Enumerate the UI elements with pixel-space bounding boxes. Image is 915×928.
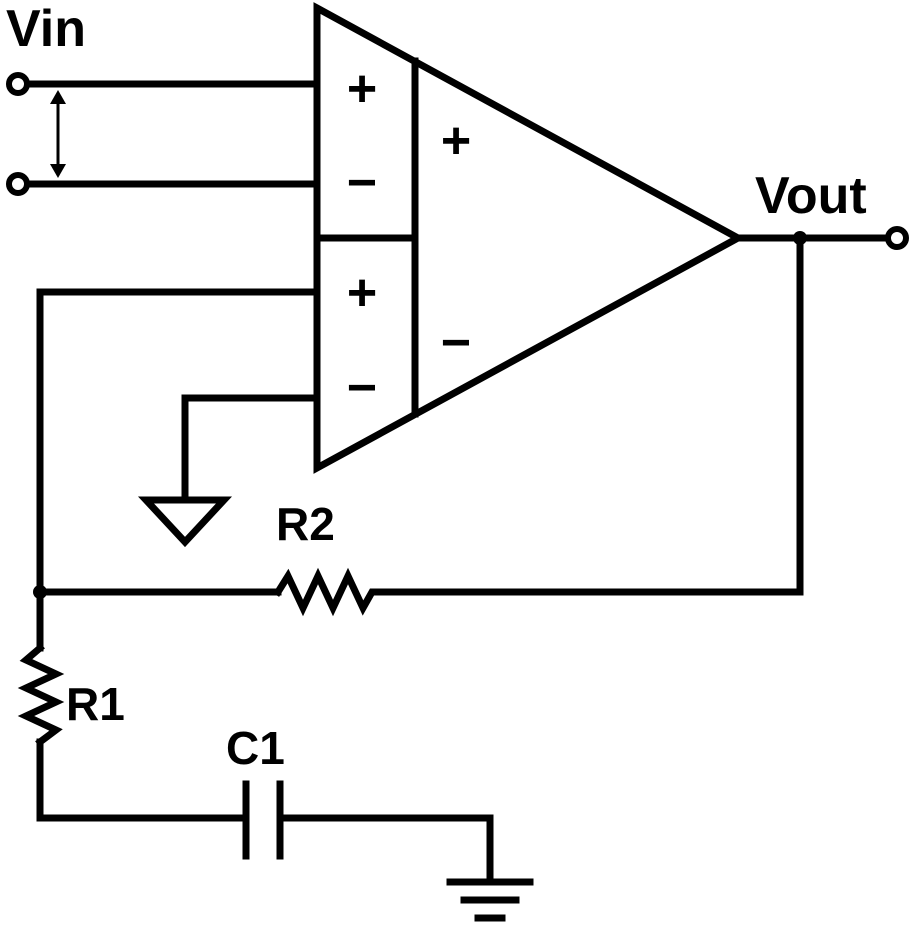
input2-plus-sign: + bbox=[347, 264, 377, 322]
c1-ground-wire bbox=[276, 814, 494, 884]
input1-plus-sign: + bbox=[347, 60, 377, 118]
r1-resistor bbox=[17, 643, 65, 747]
vin-label: Vin bbox=[6, 0, 86, 58]
vin-plus-terminal-icon bbox=[6, 72, 30, 96]
vin-arrow bbox=[50, 90, 66, 178]
feedback-right-wire bbox=[376, 234, 804, 596]
opamp: + − + − + − bbox=[313, 2, 746, 474]
input1-minus-sign: − bbox=[347, 154, 377, 212]
r1-c1-wire bbox=[36, 738, 250, 822]
r2-label: R2 bbox=[276, 498, 335, 550]
diff-plus-sign: + bbox=[441, 112, 471, 170]
r2-resistor bbox=[273, 567, 384, 617]
vout-label: Vout bbox=[755, 167, 867, 225]
input2-minus-sign: − bbox=[347, 359, 377, 417]
input2-plus-wire bbox=[36, 288, 321, 596]
c1-label: C1 bbox=[226, 722, 285, 774]
diff-minus-sign: − bbox=[441, 314, 471, 372]
earth-ground-icon bbox=[446, 878, 534, 922]
vin-minus-terminal-icon bbox=[6, 172, 30, 196]
ground-icon bbox=[137, 496, 233, 548]
input2-minus-wire bbox=[181, 394, 321, 504]
r1-label: R1 bbox=[66, 678, 125, 730]
vout-terminal-icon bbox=[885, 226, 909, 250]
